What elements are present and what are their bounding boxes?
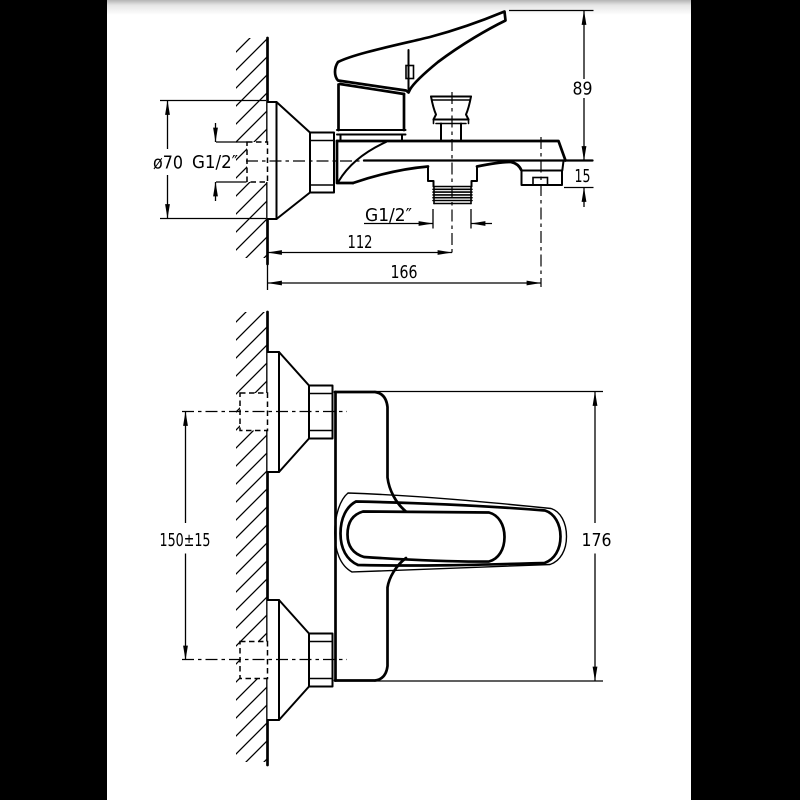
label-outlet-thread: G1/2″ xyxy=(365,205,412,226)
wall-hatch xyxy=(236,312,267,762)
drawing-sheet: ø70 G1/2″ 89 15 xyxy=(107,0,691,800)
technical-drawing: ø70 G1/2″ 89 15 xyxy=(153,9,612,767)
label-15: 15 xyxy=(575,166,591,187)
spout-body xyxy=(335,139,594,186)
scan-shadow xyxy=(107,0,691,15)
label-150: 150±15 xyxy=(160,530,211,551)
dimension-166: 166 xyxy=(267,262,542,286)
dimension-15: 15 xyxy=(564,166,594,207)
upper-connection xyxy=(182,351,347,473)
wall-nipple-hidden xyxy=(246,141,269,183)
dimension-176: 176 xyxy=(582,391,612,682)
side-view: ø70 G1/2″ 89 15 xyxy=(153,9,594,290)
mixer-body xyxy=(336,82,407,142)
lever-handle xyxy=(333,10,507,94)
escutcheon xyxy=(266,101,335,220)
label-166: 166 xyxy=(391,262,418,283)
dimension-wall-thread: G1/2″ xyxy=(192,123,247,201)
label-112: 112 xyxy=(348,232,373,253)
dimension-outlet-thread: G1/2″ xyxy=(364,205,492,229)
label-wall-thread: G1/2″ xyxy=(192,152,238,173)
dimension-diameter-70: ø70 xyxy=(153,99,266,220)
dimension-89: 89 xyxy=(509,9,594,161)
label-89: 89 xyxy=(573,79,593,100)
dimension-150: 150±15 xyxy=(160,411,211,661)
label-176: 176 xyxy=(582,530,612,551)
label-diameter-70: ø70 xyxy=(153,153,183,174)
lower-connection xyxy=(182,599,347,721)
front-view: 150±15 176 xyxy=(160,310,612,767)
body-front xyxy=(333,390,603,682)
dimension-112: 112 xyxy=(267,232,453,255)
diverter-knob xyxy=(430,95,472,142)
handle-front xyxy=(334,492,568,573)
